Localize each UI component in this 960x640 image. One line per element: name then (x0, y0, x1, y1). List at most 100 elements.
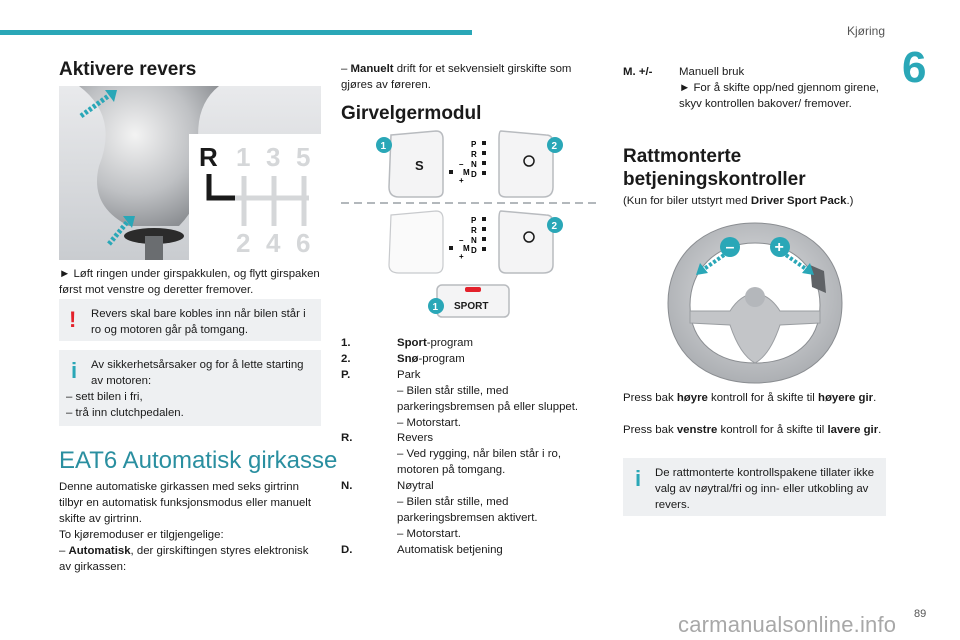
selector-label-r: R (471, 150, 477, 159)
selector-label-minus: – (459, 236, 464, 245)
legend-value: Park– Bilen står stille, med parkeringsb… (397, 368, 599, 432)
manual-mode-item: M. +/- Manuell bruk ► For å skifte opp/n… (623, 64, 888, 112)
arrow-lift-icon (107, 216, 135, 246)
section-title-reverse: Aktivere revers (59, 59, 197, 80)
sport-button: SPORT (436, 284, 510, 318)
legend-value: Automatisk betjening (397, 543, 503, 556)
warning-icon: ! (69, 307, 77, 332)
manual-mode-key: M. +/- (623, 66, 653, 78)
gear-label-3: 3 (266, 142, 280, 172)
selector-label-d: D (471, 170, 477, 179)
section-title-steering: Rattmonterte betjeningskontroller (623, 146, 806, 190)
snow-icon (523, 155, 535, 167)
eat6-paragraph: Denne automatiske girkassen med seks gir… (59, 481, 311, 525)
chapter-name: Kjøring (846, 24, 885, 38)
gear-pattern-diagram: R 1 3 5 2 4 6 (199, 142, 310, 258)
chapter-accent-bar (0, 30, 472, 35)
legend-key: P. (341, 368, 351, 381)
lion-logo-icon (745, 287, 765, 307)
selector-module-top: S P R N D M – + 1 2 (376, 130, 563, 198)
info-text: Av sikkerhetsårsaker og for å lette star… (91, 359, 304, 387)
callout-1: 1 (428, 298, 444, 314)
legend-value: Snø-program (397, 352, 465, 365)
paddle-plus-icon: + (770, 237, 814, 275)
mode-manual: – Manuelt drift for et sekvensielt girsk… (341, 63, 572, 91)
info-icon: i (635, 466, 642, 491)
callout-1: 1 (376, 137, 392, 153)
selector-label-plus: + (459, 176, 464, 185)
paddle-right (810, 265, 826, 293)
gear-label-4: 4 (266, 228, 281, 258)
legend-value: Revers– Ved rygging, når bilen står i ro… (397, 431, 599, 479)
watermark-logo: carmanualsonline.info (678, 612, 897, 637)
warning-text: Revers skal bare kobles inn når bilen st… (91, 308, 306, 336)
selector-label-n: N (471, 160, 477, 169)
info-item: – sett bilen i fri, (66, 391, 143, 403)
paddle-minus-icon: – (696, 237, 740, 275)
callout-2: 2 (547, 137, 563, 153)
gear-label-2: 2 (236, 228, 250, 258)
paddle-right-text: Press bak høyre kontroll for å skifte ti… (623, 392, 877, 404)
svg-text:1: 1 (381, 141, 387, 152)
legend-item: D. Automatisk betjening (341, 543, 599, 559)
chapter-number: 6 (902, 43, 927, 92)
svg-text:2: 2 (552, 221, 558, 232)
steering-wheel-figure: – + (660, 215, 850, 385)
selector-label-d: D (471, 246, 477, 255)
selector-label-plus: + (459, 252, 464, 261)
manual-mode-title: Manuell bruk (679, 66, 745, 78)
info-item: – trå inn clutchpedalen. (66, 407, 184, 419)
gear-knob-figure: R 1 3 5 2 4 6 (59, 86, 321, 260)
reverse-instruction: ► Løft ringen under girspakkulen, og fly… (59, 268, 320, 296)
modes-intro: To kjøremoduser er tilgjengelige: (59, 529, 224, 541)
svg-text:1: 1 (433, 302, 439, 313)
gear-selector-figure: S P R N D M – + 1 2 (341, 125, 599, 325)
gear-label-5: 5 (296, 142, 310, 172)
legend-detail: – Bilen står stille, med parkeringsbrems… (397, 384, 579, 413)
legend-key: D. (341, 543, 353, 556)
legend-detail: – Ved rygging, når bilen står i ro, moto… (397, 448, 561, 477)
snow-mode-label: S (415, 158, 424, 173)
paddle-left-text: Press bak venstre kontroll for å skifte … (623, 424, 882, 436)
gear-label-6: 6 (296, 228, 310, 258)
legend-detail: – Bilen står stille, med parkeringsbrems… (397, 496, 538, 524)
legend-value: Sport-program (397, 337, 473, 349)
selector-label-m: M (463, 168, 470, 177)
selector-label-m: M (463, 244, 470, 253)
legend-key: 1. (341, 337, 351, 349)
legend-detail: – Motorstart. (397, 416, 461, 429)
snow-icon (523, 231, 535, 243)
legend-item: 1. Sport-program (341, 336, 599, 352)
legend-key: R. (341, 432, 353, 445)
selector-label-p: P (471, 216, 477, 225)
svg-text:2: 2 (552, 141, 558, 152)
legend-value: Nøytral– Bilen står stille, med parkerin… (397, 479, 599, 543)
steering-subtitle: (Kun for biler utstyrt med Driver Sport … (623, 195, 854, 207)
svg-text:SPORT: SPORT (454, 301, 488, 312)
svg-text:+: + (775, 239, 784, 256)
legend-key: N. (341, 480, 353, 493)
selector-label-n: N (471, 236, 477, 245)
callout-2: 2 (547, 217, 563, 233)
selector-module-bottom: P R N D M – + 2 SPORT 1 (388, 210, 563, 318)
section-title-selector: Girvelgermodul (341, 103, 482, 124)
legend-item: N. Nøytral– Bilen står stille, med parker… (341, 479, 599, 543)
legend-item: P. Park– Bilen står stille, med parkering… (341, 368, 599, 432)
manual-mode-text: ► For å skifte opp/ned gjennom girene, s… (679, 82, 879, 110)
legend-item: R. Revers– Ved rygging, når bilen står i … (341, 431, 599, 479)
selector-label-r: R (471, 226, 477, 235)
gear-label-1: 1 (236, 142, 250, 172)
selector-label-p: P (471, 140, 477, 149)
warning-box: ! Revers skal bare kobles inn når bilen … (59, 299, 321, 341)
section-title-eat6: EAT6 Automatisk girkasse (59, 447, 338, 474)
info-box-safety: i Av sikkerhetsårsaker og for å lette st… (59, 350, 321, 426)
info-icon: i (71, 358, 78, 383)
info-box-paddles: i De rattmonterte kontrollspakene tillat… (623, 458, 886, 516)
selector-label-minus: – (459, 160, 464, 169)
legend-detail: – Motorstart. (397, 527, 461, 540)
legend-key: 2. (341, 352, 351, 365)
gear-label-r: R (199, 142, 218, 172)
page-number: 89 (914, 608, 927, 620)
mode-automatic: – Automatisk, der girskiftingen styres e… (59, 545, 309, 573)
